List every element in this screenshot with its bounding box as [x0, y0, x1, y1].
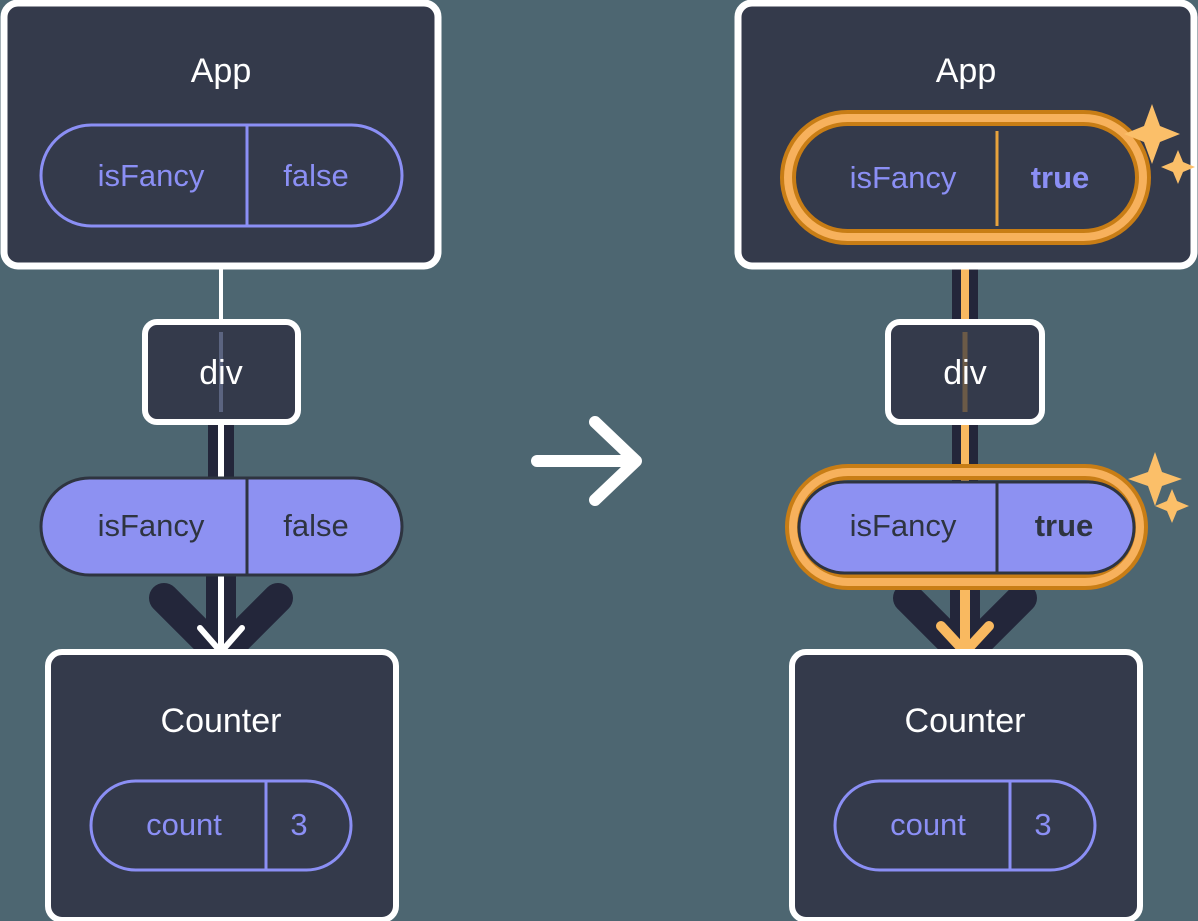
app-pill-after-value: true [1031, 160, 1090, 195]
app-pill-before-value: false [283, 158, 348, 193]
counter-box-after[interactable]: Counter count 3 [789, 649, 1143, 921]
prop-pill-before-key: isFancy [98, 508, 205, 543]
counter-pill-after-value: 3 [1034, 807, 1051, 842]
prop-pill-after-highlight [785, 464, 1148, 590]
prop-pill-after[interactable]: isFancy true [797, 480, 1136, 575]
app-pill-before-frame [39, 123, 404, 228]
sparkle-icon-prop [1128, 452, 1189, 523]
counter-box-before[interactable]: Counter count 3 [45, 649, 399, 921]
counter-pill-before-key: count [146, 807, 222, 842]
prop-pill-after-body [797, 480, 1136, 575]
app-box-before[interactable]: App isFancy false [0, 0, 442, 270]
app-pill-before-key: isFancy [98, 158, 205, 193]
app-box-after-frame [734, 0, 1198, 270]
prop-pill-before[interactable]: isFancy false [39, 476, 404, 577]
counter-box-after-frame [789, 649, 1143, 921]
app-pill-after-key: isFancy [850, 160, 957, 195]
app-box-after[interactable]: App isFancy true [734, 0, 1198, 270]
prop-pill-before-frame [39, 476, 404, 577]
prop-pill-after-key: isFancy [850, 508, 957, 543]
counter-box-before-title: Counter [161, 702, 282, 740]
div-box-after[interactable]: div [885, 319, 1045, 425]
div-box-after-title: div [943, 354, 986, 392]
counter-pill-after-key: count [890, 807, 966, 842]
prop-pill-before-value: false [283, 508, 348, 543]
sparkle-icon-app [1124, 104, 1195, 184]
counter-pill-after[interactable]: count 3 [833, 779, 1097, 872]
app-pill-before[interactable]: isFancy false [39, 123, 404, 228]
counter-pill-before[interactable]: count 3 [89, 779, 353, 872]
app-box-before-frame [0, 0, 442, 270]
app-pill-after[interactable]: isFancy true [805, 131, 1126, 226]
div-box-before-title: div [199, 354, 242, 392]
app-box-after-title: App [936, 52, 997, 90]
prop-pill-after-value: true [1035, 508, 1094, 543]
counter-pill-before-frame [89, 779, 353, 872]
app-box-before-title: App [191, 52, 252, 90]
right-arrow-icon [531, 416, 642, 506]
counter-pill-before-value: 3 [290, 807, 307, 842]
edge-pill-to-counter-before [149, 570, 293, 670]
counter-pill-after-frame [833, 779, 1097, 872]
app-pill-after-highlight [780, 110, 1151, 245]
counter-box-before-frame [45, 649, 399, 921]
counter-box-after-title: Counter [905, 702, 1026, 740]
div-box-before[interactable]: div [142, 319, 301, 425]
